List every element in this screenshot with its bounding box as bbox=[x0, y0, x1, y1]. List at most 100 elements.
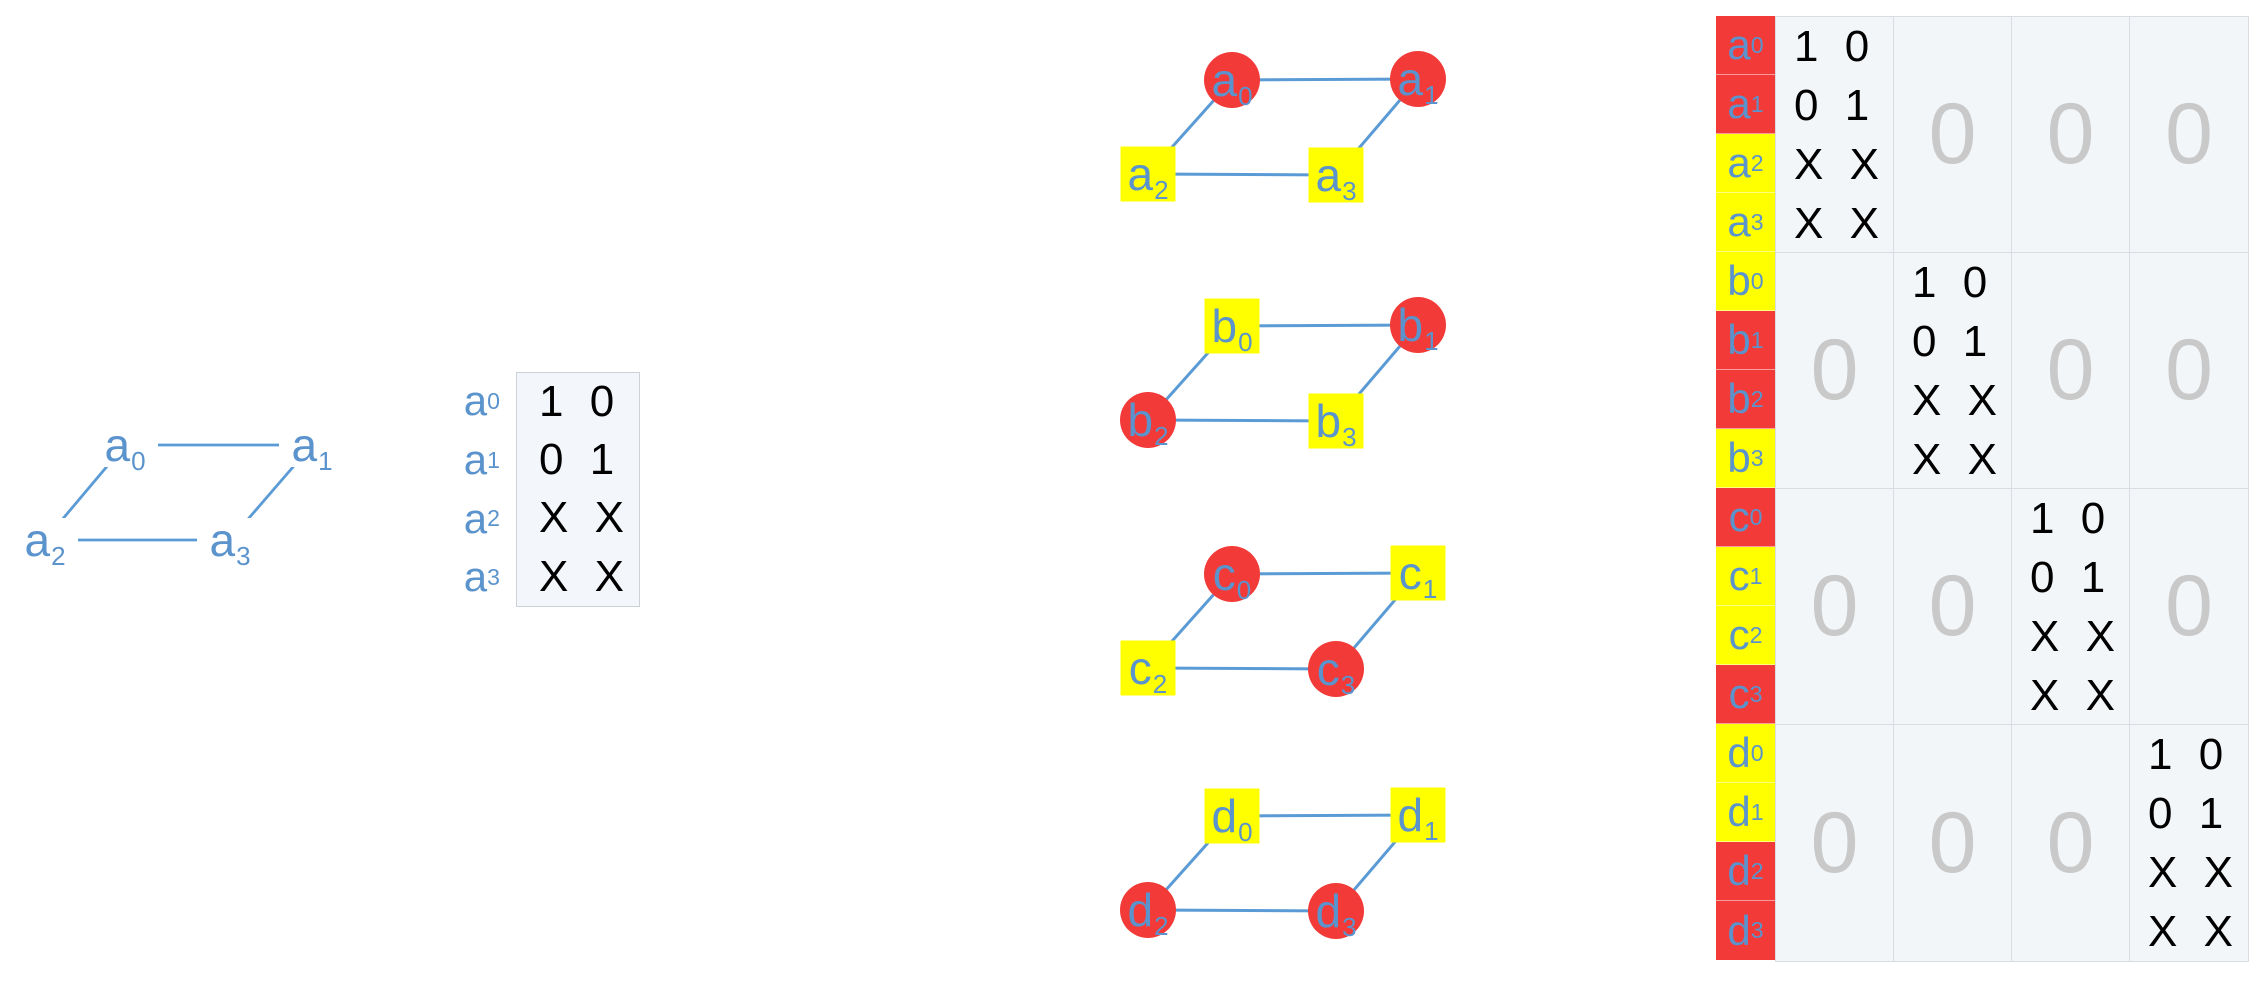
node-label-base: c bbox=[1399, 547, 1422, 599]
matrix-block-row: X X bbox=[2148, 847, 2233, 897]
zero-block-value: 0 bbox=[2046, 322, 2095, 418]
left-graph: a0 a1 a2 a3 bbox=[12, 419, 345, 571]
row-label-base: d bbox=[1727, 847, 1751, 894]
node-label-base: b bbox=[1315, 395, 1341, 447]
node-label-subscript: 1 bbox=[1423, 574, 1437, 604]
node-label-subscript: 2 bbox=[1154, 421, 1168, 451]
row-label-subscript: 1 bbox=[1750, 326, 1764, 353]
node-label-subscript: 0 bbox=[1238, 81, 1252, 111]
zero-block-value: 0 bbox=[2046, 86, 2095, 182]
zero-block-value: 0 bbox=[1810, 558, 1859, 654]
edge-c2-c3 bbox=[1147, 666, 1337, 671]
node-label-base: d bbox=[1397, 789, 1423, 841]
zero-block-value: 0 bbox=[2046, 794, 2095, 891]
big-matrix-block-d-c: 0 bbox=[2012, 725, 2130, 961]
big-matrix-block-c-d: 0 bbox=[2130, 489, 2248, 725]
node-a0: a0 bbox=[104, 419, 145, 476]
node-circle-c3 bbox=[1308, 641, 1364, 697]
big-matrix-block-d-a: 0 bbox=[1776, 725, 1894, 961]
row-label-subscript: 3 bbox=[487, 563, 500, 590]
node-square-b0 bbox=[1204, 298, 1260, 354]
row-label-base: a bbox=[463, 377, 488, 425]
big-matrix-block-c-b: 0 bbox=[1894, 489, 2012, 725]
row-label-base: c bbox=[1728, 670, 1750, 717]
row-label-base: a bbox=[1727, 139, 1751, 186]
node-label-subscript: 3 bbox=[1342, 912, 1356, 942]
label-backdrop-a0 bbox=[92, 423, 158, 467]
matrix-block-row: 1 0 bbox=[2030, 493, 2106, 543]
row-label-base: d bbox=[1727, 729, 1751, 776]
node-label-base: a bbox=[1397, 53, 1423, 105]
row-label-base: c bbox=[1728, 493, 1750, 540]
node-label-a1: a1 bbox=[1397, 53, 1438, 110]
row-label-base: a bbox=[463, 436, 488, 484]
matrix-block-row: X X bbox=[1912, 375, 1997, 425]
row-label-subscript: 2 bbox=[1750, 149, 1764, 176]
row-label-base: b bbox=[1727, 434, 1751, 481]
node-label-subscript: 0 bbox=[1238, 327, 1252, 357]
node-label-base: b bbox=[1211, 300, 1237, 352]
row-label-subscript: 3 bbox=[1750, 444, 1764, 471]
node-label-subscript: 0 bbox=[1238, 817, 1252, 847]
node-label-subscript: 3 bbox=[1341, 670, 1355, 700]
node-square-a3 bbox=[1308, 147, 1364, 203]
row-label-subscript: 3 bbox=[1749, 680, 1763, 707]
node-label-subscript: 1 bbox=[318, 446, 332, 476]
node-label-base: a bbox=[1315, 149, 1341, 201]
node-label-subscript: 2 bbox=[1154, 175, 1168, 205]
matrix-block-row: X X bbox=[1794, 139, 1879, 189]
node-label-subscript: 3 bbox=[1342, 422, 1356, 452]
node-circle-c0 bbox=[1204, 546, 1260, 602]
small-matrix-row: 1 0 bbox=[539, 377, 615, 427]
row-label-subscript: 1 bbox=[487, 446, 500, 473]
matrix-block-row: 1 0 bbox=[1794, 21, 1870, 71]
node-a3: a3 bbox=[209, 514, 250, 571]
row-label-base: c bbox=[1728, 611, 1750, 658]
row-label-base: d bbox=[1727, 906, 1751, 954]
zero-block-value: 0 bbox=[1928, 86, 1977, 182]
big-matrix-block-b-d: 0 bbox=[2130, 253, 2248, 489]
row-label-subscript: 0 bbox=[1750, 739, 1764, 766]
edge-d0-d1 bbox=[1231, 813, 1419, 818]
node-label-b3: b3 bbox=[1315, 395, 1356, 452]
node-circle-d3 bbox=[1308, 883, 1364, 939]
node-label-d2: d2 bbox=[1127, 884, 1168, 941]
row-label-base: c bbox=[1728, 552, 1750, 599]
big-matrix-block-c-a: 0 bbox=[1776, 489, 1894, 725]
zero-block-value: 0 bbox=[1810, 322, 1859, 418]
row-label-base: d bbox=[1727, 788, 1751, 835]
node-label-a0: a0 bbox=[1211, 54, 1252, 111]
matrix-block-row: 1 0 bbox=[1912, 257, 1988, 307]
node-label-base: c bbox=[1317, 643, 1340, 695]
node-square-b3 bbox=[1308, 393, 1364, 449]
small-matrix-row: X X bbox=[539, 493, 624, 543]
edge-b0-b1 bbox=[1231, 323, 1419, 328]
node-label-base: c bbox=[1213, 548, 1236, 600]
matrix-block-row: X X bbox=[1794, 198, 1879, 248]
big-matrix-block-a-b: 0 bbox=[1894, 17, 2012, 253]
node-label-base: d bbox=[1315, 885, 1341, 937]
node-a1: a1 bbox=[291, 419, 332, 476]
matrix-block-row: X X bbox=[2148, 906, 2233, 956]
node-a2: a2 bbox=[24, 514, 65, 571]
node-label-subscript: 3 bbox=[1342, 176, 1356, 206]
zero-block-value: 0 bbox=[1810, 794, 1859, 891]
node-square-d0 bbox=[1204, 788, 1260, 844]
label-backdrop-a3 bbox=[197, 518, 263, 562]
